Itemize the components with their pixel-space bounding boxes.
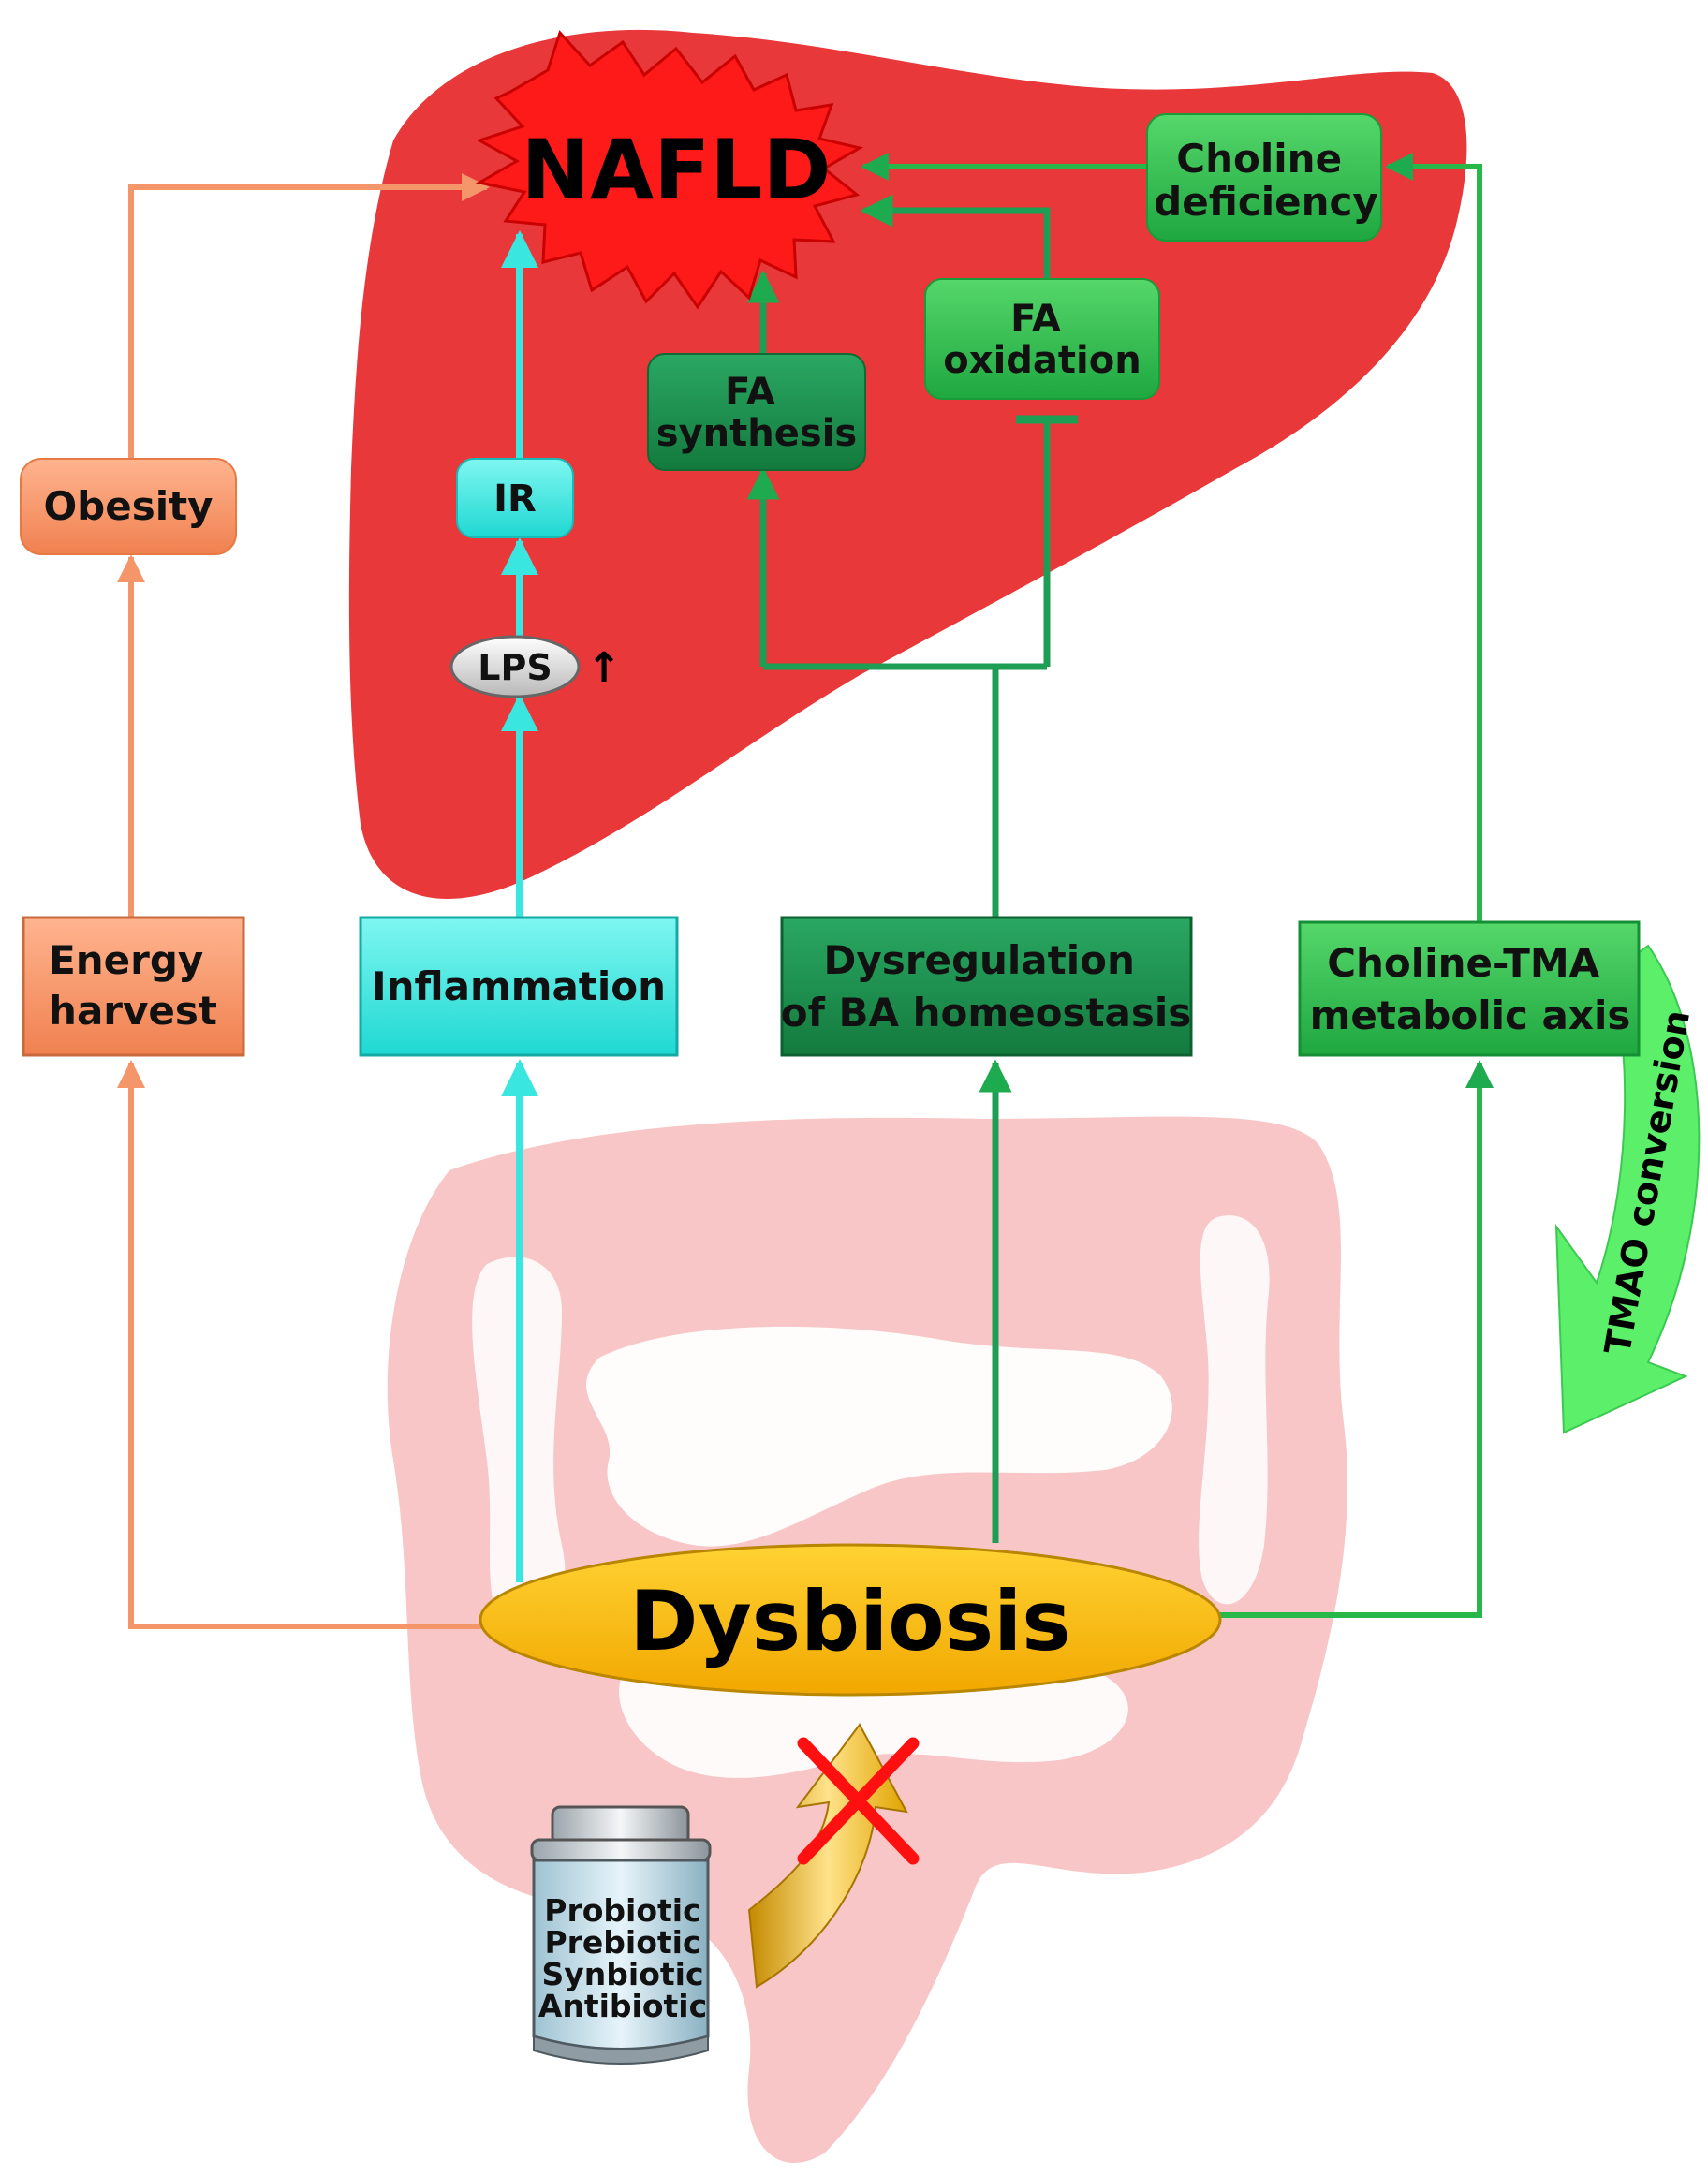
choline-tma-axis-node: Choline-TMA metabolic axis	[1298, 920, 1641, 1057]
energy-harvest-label-line1: Energy	[49, 937, 203, 983]
nafld-label: NAFLD	[522, 122, 832, 218]
energy-harvest-node: Energy harvest	[22, 916, 245, 1057]
choline-deficiency-label-line1: Choline	[1176, 136, 1342, 182]
obesity-node: Obesity	[20, 458, 237, 555]
dysbiosis-label: Dysbiosis	[629, 1573, 1070, 1669]
treatment-item: Synbiotic	[541, 1956, 703, 1992]
svg-text:FA oxidation: FA oxidation	[943, 298, 1141, 382]
choline-axis-to-deficiency-arrow	[1385, 153, 1482, 922]
dysbiosis-to-energy-arrow	[117, 1060, 482, 1629]
treatment-list: Probiotic Prebiotic Synbiotic Antibiotic	[538, 1892, 707, 2024]
ba-dysregulation-label-line1: Dysregulation	[824, 937, 1135, 983]
nafld-node: NAFLD	[475, 30, 864, 310]
treatment-item: Antibiotic	[538, 1988, 707, 2024]
choline-pathway-lines	[861, 153, 1494, 1618]
energy-harvest-label-line2: harvest	[49, 988, 217, 1034]
lps-node: LPS ↑	[449, 635, 622, 698]
ir-node: IR	[456, 458, 574, 538]
svg-text:Dysregulation of BA home: Dysregulation of BA homeostasis	[781, 937, 1192, 1036]
ba-dysregulation-node: Dysregulation of BA homeostasis	[780, 916, 1193, 1057]
dysbiosis-node: Dysbiosis	[479, 1543, 1222, 1697]
choline-deficiency-label-line2: deficiency	[1154, 179, 1378, 225]
treatment-item: Probiotic	[544, 1892, 700, 1929]
ba-dysregulation-label-line2: of BA homeostasis	[781, 990, 1192, 1036]
fa-synthesis-label-line2: synthesis	[656, 412, 857, 455]
svg-text:Energy harvest: Energy harvest	[49, 937, 217, 1034]
fa-synthesis-label-line1: FA	[725, 371, 775, 414]
obesity-label: Obesity	[43, 483, 213, 529]
bile-acid-pathway-lines	[746, 194, 1078, 1543]
inflammation-node: Inflammation	[359, 916, 679, 1057]
svg-text:Choline deficiency: Choline deficiency	[1154, 136, 1378, 225]
ir-label: IR	[493, 478, 537, 521]
energy-pathway-lines	[117, 173, 490, 1629]
fa-oxidation-label-line1: FA	[1010, 298, 1061, 341]
fa-synthesis-node: FA synthesis	[647, 353, 866, 471]
lps-label: LPS	[478, 647, 552, 688]
treatment-jar-icon	[530, 1805, 712, 2065]
obesity-to-nafld-arrow	[128, 173, 490, 459]
blocked-x-icon	[797, 1737, 920, 1865]
svg-text:FA synthesis: FA synthesis	[656, 371, 857, 455]
choline-deficiency-node: Choline deficiency	[1146, 113, 1382, 242]
lps-increase-arrow: ↑	[587, 644, 622, 692]
dysbiosis-to-choline-axis-arrow	[1220, 1060, 1494, 1618]
choline-tma-axis-label-line2: metabolic axis	[1310, 992, 1631, 1038]
fa-oxidation-node: FA oxidation	[924, 278, 1160, 400]
treatment-item: Prebiotic	[544, 1924, 700, 1961]
inflammation-label: Inflammation	[372, 963, 666, 1009]
fa-oxidation-to-nafld-arrow	[860, 194, 1051, 281]
choline-tma-axis-label-line1: Choline-TMA	[1327, 940, 1599, 986]
svg-text:Choline-TMA metabolic ax: Choline-TMA metabolic axis	[1310, 940, 1631, 1038]
fa-oxidation-label-line2: oxidation	[943, 339, 1141, 382]
